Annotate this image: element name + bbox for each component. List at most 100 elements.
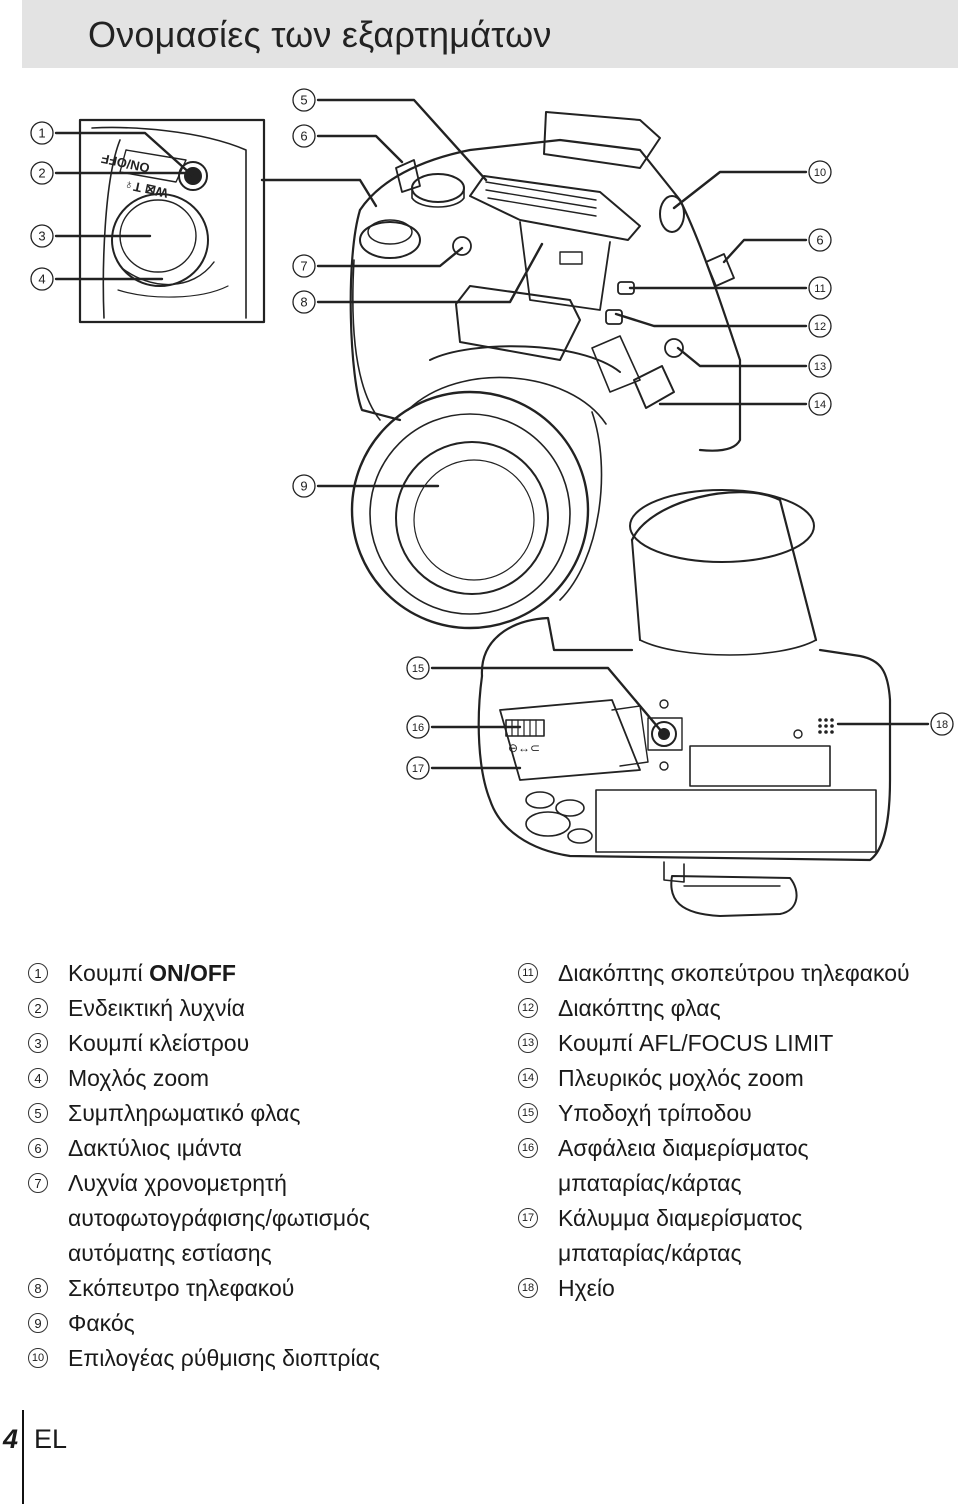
legend-item: 10 Επιλογέας ρύθμισης διοπτρίας	[28, 1341, 458, 1376]
callout-8: 8	[292, 290, 316, 314]
leader-lines	[54, 98, 930, 770]
legend-number: 7	[28, 1173, 48, 1193]
legend-number: 17	[518, 1208, 538, 1228]
legend-text: Ασφάλεια διαμερίσματος μπαταρίας/κάρτας	[558, 1135, 809, 1196]
on-off-label: ON/OFF	[149, 960, 236, 986]
callout-10: 10	[808, 160, 832, 184]
legend-text: Κουμπί ON/OFF	[68, 960, 236, 986]
svg-text:15: 15	[412, 663, 424, 675]
svg-text:9: 9	[300, 479, 307, 494]
legend-number: 2	[28, 998, 48, 1018]
legend-text: Λυχνία χρονομετρητή αυτοφωτογράφισης/φωτ…	[68, 1170, 370, 1266]
legend-text: Συμπληρωματικό φλας	[68, 1100, 301, 1126]
svg-text:16: 16	[412, 722, 424, 734]
title-bar: Ονομασίες των εξαρτημάτων	[22, 0, 958, 68]
legend-text: Φακός	[68, 1310, 135, 1336]
callout-6: 6	[292, 124, 316, 148]
legend-number: 8	[28, 1278, 48, 1298]
svg-text:2: 2	[38, 166, 45, 181]
legend-number: 5	[28, 1103, 48, 1123]
svg-text:11: 11	[814, 283, 825, 295]
callout-11: 11	[808, 276, 832, 300]
callout-16: 16	[406, 715, 430, 739]
callout-7: 7	[292, 254, 316, 278]
power-button	[178, 161, 208, 191]
language-code: EL	[34, 1424, 68, 1454]
lens	[350, 390, 590, 630]
callout-17: 17	[406, 756, 430, 780]
legend-item: 6 Δακτύλιος ιμάντα	[28, 1131, 458, 1166]
legend-number: 11	[518, 963, 538, 983]
legend-text: Διακόπτης φλας	[558, 995, 721, 1021]
legend-item: 15 Υποδοχή τρίποδου	[518, 1096, 958, 1131]
svg-text:7: 7	[300, 259, 307, 274]
legend-item: 4 Μοχλός zoom	[28, 1061, 458, 1096]
legend-number: 16	[518, 1138, 538, 1158]
legend-text: Σκόπευτρο τηλεφακού	[68, 1275, 295, 1301]
legend-text: Υποδοχή τρίποδου	[558, 1100, 752, 1126]
legend-number: 15	[518, 1103, 538, 1123]
legend-text: Διακόπτης σκοπεύτρου τηλεφακού	[558, 960, 910, 986]
svg-text:4: 4	[38, 272, 45, 287]
svg-text:6: 6	[300, 129, 307, 144]
legend-text: Δακτύλιος ιμάντα	[68, 1135, 242, 1161]
svg-text:12: 12	[814, 321, 826, 333]
svg-text:18: 18	[936, 719, 948, 731]
legend-number: 18	[518, 1278, 538, 1298]
speaker-grille	[818, 718, 834, 734]
legend-item: 9 Φακός	[28, 1306, 458, 1341]
legend-item: 16 Ασφάλεια διαμερίσματος μπαταρίας/κάρτα…	[518, 1131, 958, 1201]
legend-left: 1 Κουμπί ON/OFF 2 Ενδεικτική λυχνία 3 Κουμπ…	[28, 956, 458, 1376]
legend-number: 14	[518, 1068, 538, 1088]
svg-text:10: 10	[814, 167, 826, 179]
legend-item: 7 Λυχνία χρονομετρητή αυτοφωτογράφισης/φω…	[28, 1166, 458, 1271]
camera-bottom: ⊖↔⊂	[477, 489, 892, 917]
callout-13: 13	[808, 354, 832, 378]
legend-item: 8 Σκόπευτρο τηλεφακού	[28, 1271, 458, 1306]
page-title: Ονομασίες των εξαρτημάτων	[88, 14, 552, 55]
legend-item: 2 Ενδεικτική λυχνία	[28, 991, 458, 1026]
svg-text:5: 5	[300, 93, 307, 108]
callout-9: 9	[292, 474, 316, 498]
legend-number: 3	[28, 1033, 48, 1053]
legend-text: Επιλογέας ρύθμισης διοπτρίας	[68, 1345, 380, 1371]
callout-2: 2	[30, 161, 54, 185]
legend-item: 12 Διακόπτης φλας	[518, 991, 958, 1026]
callout-3: 3	[30, 224, 54, 248]
svg-text:6: 6	[816, 233, 823, 248]
legend-item: 11 Διακόπτης σκοπεύτρου τηλεφακού	[518, 956, 958, 991]
callouts: 1 2 3 4 5 6 7 8 9 10 6 11 12 13 14 15 16…	[30, 88, 954, 780]
legend-number: 9	[28, 1313, 48, 1333]
svg-text:8: 8	[300, 295, 307, 310]
legend-text: Ενδεικτική λυχνία	[68, 995, 245, 1021]
svg-text:17: 17	[412, 763, 424, 775]
inset-shutter-button	[111, 193, 209, 287]
callout-14: 14	[808, 392, 832, 416]
legend-text: Κουμπί κλείστρου	[68, 1030, 250, 1056]
callout-15: 15	[406, 656, 430, 680]
callout-5: 5	[292, 88, 316, 112]
legend-number: 6	[28, 1138, 48, 1158]
camera-front	[349, 111, 742, 630]
callout-4: 4	[30, 267, 54, 291]
camera-parts-figure: ON/OFF W⊠ T♀	[30, 88, 954, 917]
tripod-socket	[651, 721, 677, 747]
svg-text:14: 14	[814, 399, 826, 411]
page-number: 4	[2, 1424, 18, 1454]
legend-number: 1	[28, 963, 48, 983]
legend-item: 3 Κουμπί κλείστρου	[28, 1026, 458, 1061]
svg-text:3: 3	[38, 229, 45, 244]
legend-item: 5 Συμπληρωματικό φλας	[28, 1096, 458, 1131]
legend-number: 13	[518, 1033, 538, 1053]
legend-right: 11 Διακόπτης σκοπεύτρου τηλεφακού 12 Διακό…	[518, 956, 958, 1306]
legend-number: 4	[28, 1068, 48, 1088]
legend-text: Ηχείο	[558, 1275, 615, 1301]
legend-item: 13 Κουμπί AFL/FOCUS LIMIT	[518, 1026, 958, 1061]
legend-text: Μοχλός zoom	[68, 1065, 210, 1091]
legend-text: Κουμπί AFL/FOCUS LIMIT	[558, 1030, 834, 1056]
legend-number: 12	[518, 998, 538, 1018]
legend-number: 10	[28, 1348, 48, 1368]
svg-text:13: 13	[814, 361, 826, 373]
